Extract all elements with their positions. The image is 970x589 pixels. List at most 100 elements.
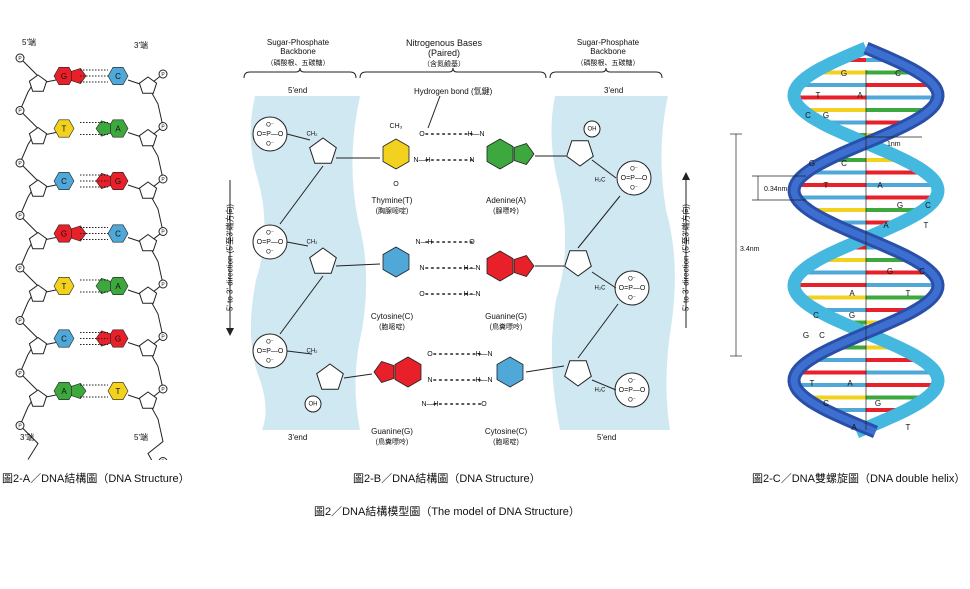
atom-label-3: N — [469, 157, 474, 164]
phosphate-right-1-o-bottom: O⁻ — [630, 186, 638, 192]
phosphate-label: P — [161, 459, 165, 460]
guanine2-label: Guanine(G) — [371, 427, 413, 436]
phosphate-label: P — [18, 213, 22, 219]
phosphate-right-3-o-bottom: O⁻ — [628, 398, 636, 404]
helix-letter-5: G — [823, 111, 829, 120]
helix-letter-6: G — [809, 159, 815, 168]
backbone-connector-8 — [577, 303, 619, 359]
atom-label-6: N—H — [415, 239, 432, 246]
panel-a-bottom-left-label: 3'端 — [20, 433, 34, 442]
right-direction-arrowhead — [682, 172, 690, 180]
left-direction-arrowhead — [226, 328, 234, 336]
phosphate-label: P — [161, 334, 165, 340]
atom-label-1: H—N — [467, 131, 484, 138]
right-bottom-end: 5'end — [597, 433, 617, 442]
sugar-icon — [138, 391, 158, 409]
backbone-connector-4 — [286, 350, 313, 355]
panel-a-top-left-label: 5'端 — [22, 38, 36, 47]
panel-a-left-base-pentagon — [71, 383, 87, 399]
atom-label-2: N—H — [413, 157, 430, 164]
helix-letter-3: A — [857, 91, 863, 100]
oh-circle-bottom — [304, 395, 322, 413]
left-bottom-end: 3'end — [288, 433, 308, 442]
helix-letter-2: T — [816, 91, 821, 100]
h2c-right-2: H₂C — [595, 286, 607, 292]
backbone-connector-3 — [279, 275, 324, 335]
helix-letter-1: C — [895, 69, 901, 78]
phosphate-icon — [158, 384, 168, 394]
phosphate-icon — [158, 457, 168, 460]
helix-letter-14: G — [887, 267, 893, 276]
sugar-icon — [138, 286, 158, 304]
helix-letter-7: C — [841, 159, 847, 168]
bond-line — [127, 132, 141, 137]
panel-a-right-base-letter: A — [115, 125, 121, 134]
panel-c-caption: 圖2-C／DNA雙螺旋圖（DNA double helix） — [752, 473, 966, 485]
cytosine2-label: Cytosine(C) — [484, 427, 528, 436]
phosphate-icon — [158, 227, 168, 236]
panel-a-bottom-right-label: 5'端 — [134, 433, 148, 442]
helix-letter-10: G — [897, 201, 903, 210]
panel-a-right-base-pentagon — [95, 278, 111, 294]
panel-a-left-base-letter: T — [62, 125, 67, 134]
phosphate-icon — [158, 279, 168, 289]
helix-letter-17: T — [906, 289, 911, 298]
phosphate-icon — [15, 316, 25, 325]
phosphate-label: P — [18, 161, 22, 167]
phosphate-left-2-center: O=P—O — [257, 239, 284, 246]
phosphate-label: P — [18, 423, 22, 429]
guanine-base-1-pentagon — [513, 255, 535, 277]
phosphate-left-1-o-bottom: O⁻ — [266, 142, 274, 148]
header-mid-title: Nitrogenous Bases (Paired) — [405, 38, 483, 58]
bond-line — [45, 342, 57, 345]
thymine-zh-label: (胸腺嘧啶) — [375, 208, 409, 215]
panel-a-caption: 圖2-A／DNA結構圖（DNA Structure） — [2, 473, 190, 485]
atom-label-4: CH₃ — [390, 123, 403, 130]
header-left-brace — [243, 67, 357, 79]
helix-letter-18: C — [813, 311, 819, 320]
sugar-icon — [28, 284, 48, 302]
phosphate-left-2-o-bottom: O⁻ — [266, 250, 274, 256]
phosphate-label: P — [18, 108, 22, 114]
left-direction-label: 5' to 3' direction (5'至3'端方向) — [225, 203, 235, 312]
panel-a-left-base-hexagon — [53, 119, 75, 138]
guanine-base-2-hexagon — [394, 356, 422, 388]
bond-line — [127, 289, 141, 295]
hydrogen-bond-text: Hydrogen bond — [414, 87, 469, 96]
bond-line — [45, 132, 57, 135]
panel-a-left-base-letter: C — [61, 177, 67, 186]
bond-line — [45, 289, 57, 293]
sugar-icon — [28, 74, 48, 92]
bond-line — [45, 79, 57, 83]
phosphate-left-1-o-top: O⁻ — [266, 123, 274, 129]
bond-line — [45, 237, 57, 240]
phosphate-right-3-center: O=P—O — [619, 387, 646, 394]
sugar-icon — [28, 179, 48, 197]
sugar-icon — [138, 76, 158, 94]
phosphate-label: P — [18, 371, 22, 377]
atom-label-15: H—N — [475, 377, 492, 384]
sugar-icon — [28, 126, 48, 145]
cytosine1-label: Cytosine(C) — [370, 312, 414, 321]
guanine2-zh-label: (鳥糞嘌呤) — [375, 439, 409, 446]
phosphate-icon — [15, 158, 25, 168]
cytosine-base-1 — [382, 246, 410, 278]
panel-a-right-base-letter: T — [116, 387, 121, 396]
header-mid-sub: （含氮鹼基） — [423, 61, 465, 68]
backbone-connector-9 — [591, 379, 617, 391]
atom-label-11: H—N — [463, 291, 480, 298]
helix-letter-21: C — [819, 331, 825, 340]
sugar-left-3 — [316, 363, 344, 390]
panel-a-left-base-letter: G — [61, 230, 67, 239]
phosphate-label: P — [161, 282, 165, 288]
panel-a-right-base-letter: G — [115, 335, 121, 344]
hydrogen-bond-label: Hydrogen bond (氫鍵) — [414, 86, 492, 97]
ch2-left-1: CH₂ — [307, 132, 319, 138]
phosphate-icon — [15, 211, 25, 220]
atom-label-8: N — [419, 265, 424, 272]
hydrogen-bond-zh: (氫鍵) — [470, 87, 493, 96]
backbone-connector-0 — [286, 133, 311, 141]
header-right-sub: （磷酸根、五碳糖） — [576, 60, 640, 67]
glycosidic-bond-3 — [335, 263, 381, 267]
phosphate-icon — [15, 263, 25, 273]
